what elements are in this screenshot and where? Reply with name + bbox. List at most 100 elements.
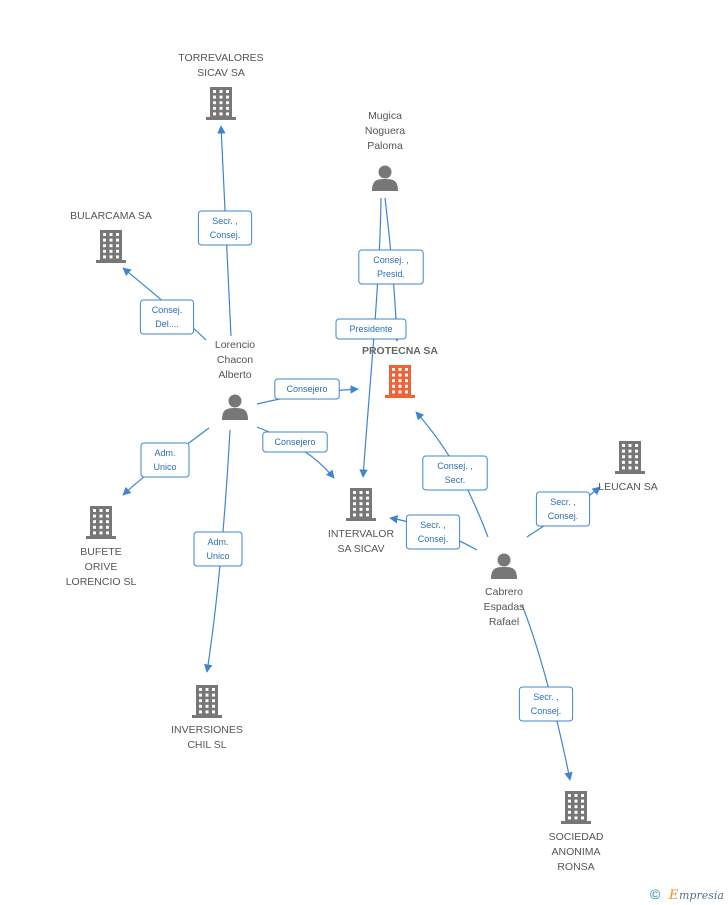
edge-label-cabrero-to-leucan[interactable]: Secr. , Consej. xyxy=(535,491,591,527)
edge-label-box xyxy=(193,531,243,567)
edge-label-box xyxy=(358,249,424,285)
edge-label-text: Secr. , xyxy=(212,216,238,226)
edge-label-lorencio-to-bufete[interactable]: Adm. Unico xyxy=(140,442,190,478)
edge-label-text: Secr. xyxy=(445,475,466,485)
node-bularcama[interactable]: BULARCAMA SA xyxy=(70,210,152,263)
node-label: Rafael xyxy=(489,616,519,628)
node-bufete[interactable]: BUFETE ORIVE LORENCIO SL xyxy=(66,506,137,588)
edge-label-text: Consej. xyxy=(531,706,562,716)
node-label: SA SICAV xyxy=(337,543,384,555)
node-label: LORENCIO SL xyxy=(66,576,137,588)
edge-label-text: Presidente xyxy=(349,324,392,334)
node-protecna[interactable]: PROTECNA SA xyxy=(362,345,438,398)
node-label: Cabrero xyxy=(485,586,523,598)
node-intervalor[interactable]: INTERVALOR SA SICAV xyxy=(328,488,395,555)
node-label: INTERVALOR xyxy=(328,528,395,540)
node-label: PROTECNA SA xyxy=(362,345,438,357)
node-label: Mugica xyxy=(368,110,402,122)
brand-name: mpresia xyxy=(679,889,724,902)
edge-lorencio-to-torrevalores xyxy=(217,125,232,337)
edge-label-text: Consej. , xyxy=(373,255,409,265)
copyright-symbol: © xyxy=(650,886,661,902)
edge-label-text: Consejero xyxy=(286,384,327,394)
node-label: BULARCAMA SA xyxy=(70,210,152,222)
edge-label-text: Secr. , xyxy=(550,497,576,507)
edge-label-text: Consejero xyxy=(274,437,315,447)
edge-label-text: Consej. xyxy=(210,230,241,240)
edge-label-box xyxy=(274,378,340,400)
building-icon xyxy=(96,230,126,263)
node-label: ANONIMA xyxy=(551,846,600,858)
edge-label-text: Consej. xyxy=(152,305,183,315)
building-icon xyxy=(192,685,222,718)
node-ronsa[interactable]: SOCIEDAD ANONIMA RONSA xyxy=(549,791,604,873)
node-torrevalores[interactable]: TORREVALORES SICAV SA xyxy=(178,52,264,120)
edge-label-box xyxy=(139,299,195,335)
edge-label-text: Adm. xyxy=(207,537,228,547)
nodes-layer: TORREVALORES SICAV SA BULARCAMA SA MugicaNo… xyxy=(66,52,658,873)
brand-logo[interactable]: © E mpresia xyxy=(650,886,724,903)
edge-label-box xyxy=(405,514,461,550)
node-label: Paloma xyxy=(367,140,403,152)
node-label: SICAV SA xyxy=(197,67,245,79)
edge-label-lorencio-to-inversiones[interactable]: Adm. Unico xyxy=(193,531,243,567)
edge-label-cabrero-to-protecna[interactable]: Consej. , Secr. xyxy=(422,455,488,491)
edge-label-lorencio-to-bularcama[interactable]: Consej. Del.... xyxy=(139,299,195,335)
building-icon xyxy=(615,441,645,474)
edge-label-text: Consej. xyxy=(418,534,449,544)
person-icon xyxy=(491,553,517,579)
node-label: Alberto xyxy=(218,369,251,381)
edge-label-lorencio-to-protecna[interactable]: Consejero xyxy=(274,378,340,400)
building-icon xyxy=(206,87,236,120)
edge-label-box xyxy=(262,431,328,453)
node-label: LEUCAN SA xyxy=(598,481,658,493)
edge-label-text: Secr. , xyxy=(533,692,559,702)
edge-label-mugica-to-protecna[interactable]: Consej. , Presid. xyxy=(358,249,424,285)
edge-label-mugica-to-intervalor[interactable]: Presidente xyxy=(335,318,407,340)
node-label: Noguera xyxy=(365,125,405,137)
edge-label-cabrero-to-intervalor[interactable]: Secr. , Consej. xyxy=(405,514,461,550)
brand-initial: E xyxy=(668,888,679,903)
node-leucan[interactable]: LEUCAN SA xyxy=(598,441,658,493)
person-icon xyxy=(372,165,398,191)
edge-label-box xyxy=(140,442,190,478)
edges-layer xyxy=(122,125,601,781)
edge-label-text: Unico xyxy=(206,551,229,561)
edge-label-cabrero-to-ronsa[interactable]: Secr. , Consej. xyxy=(518,686,574,722)
edge-label-lorencio-to-intervalor[interactable]: Consejero xyxy=(262,431,328,453)
node-label: Lorencio xyxy=(215,339,255,351)
node-label: SOCIEDAD xyxy=(549,831,604,843)
edge-label-lorencio-to-torrevalores[interactable]: Secr. , Consej. xyxy=(197,210,253,246)
node-label: BUFETE xyxy=(80,546,121,558)
node-label: TORREVALORES xyxy=(178,52,263,64)
edge-labels-layer: Secr. , Consej. Consej. Del.... Consej. , Pre… xyxy=(139,210,591,722)
edge-label-box xyxy=(422,455,488,491)
edge-label-box xyxy=(518,686,574,722)
node-label: CHIL SL xyxy=(187,739,226,751)
edge-label-box xyxy=(335,318,407,340)
edge-label-text: Unico xyxy=(153,462,176,472)
edge-label-text: Adm. xyxy=(154,448,175,458)
edge-label-text: Consej. xyxy=(548,511,579,521)
building-icon xyxy=(346,488,376,521)
edge-label-text: Secr. , xyxy=(420,520,446,530)
building-icon xyxy=(86,506,116,539)
edge-label-text: Presid. xyxy=(377,269,405,279)
node-label: RONSA xyxy=(557,861,594,873)
edge-label-box xyxy=(535,491,591,527)
building-icon xyxy=(561,791,591,824)
edge-label-text: Del.... xyxy=(155,319,179,329)
edge-label-text: Consej. , xyxy=(437,461,473,471)
node-label: Espadas xyxy=(484,601,525,613)
edge-label-box xyxy=(197,210,253,246)
node-label: ORIVE xyxy=(85,561,118,573)
building-icon xyxy=(385,365,415,398)
node-label: Chacon xyxy=(217,354,253,366)
person-icon xyxy=(222,394,248,420)
